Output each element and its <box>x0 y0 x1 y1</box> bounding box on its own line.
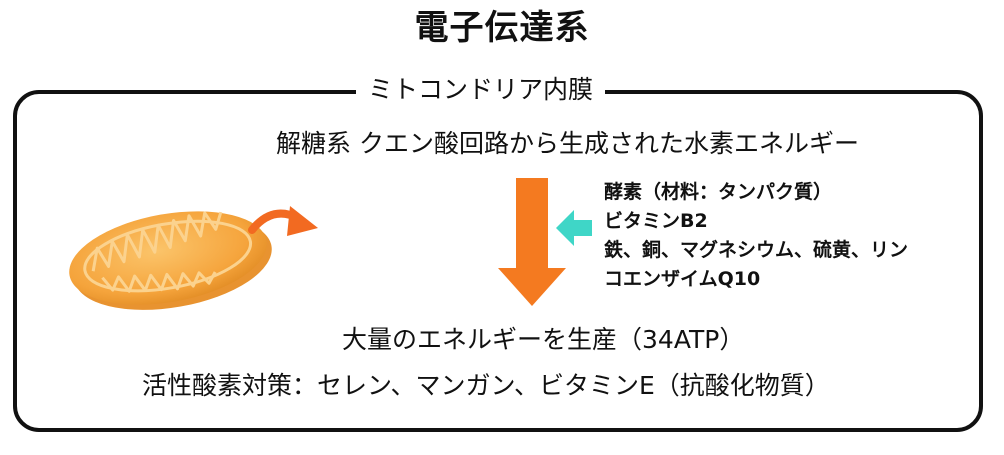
mitochondria-icon <box>69 211 272 310</box>
cofactor-item: コエンザイムQ10 <box>604 268 761 290</box>
left-arrow-icon <box>556 210 592 246</box>
cofactor-item: 鉄、銅、マグネシウム、硫黄、リン <box>604 239 909 261</box>
page-title: 電子伝達系 <box>414 8 590 48</box>
hydrogen-energy-text: 解糖系 クエン酸回路から生成された水素エネルギー <box>276 129 859 158</box>
cofactor-item: ビタミンB2 <box>604 210 708 232</box>
cofactor-item: 酵素（材料：タンパク質） <box>604 181 833 203</box>
frame-label: ミトコンドリア内膜 <box>356 72 606 108</box>
antioxidant-text: 活性酸素対策：セレン、マンガン、ビタミンE（抗酸化物質） <box>142 371 830 400</box>
down-arrow-icon <box>498 178 566 306</box>
cofactor-list: 酵素（材料：タンパク質） ビタミンB2 鉄、銅、マグネシウム、硫黄、リン コエン… <box>604 178 908 294</box>
curved-arrow-icon <box>248 206 318 236</box>
energy-output-text: 大量のエネルギーを生産（34ATP） <box>342 325 745 354</box>
